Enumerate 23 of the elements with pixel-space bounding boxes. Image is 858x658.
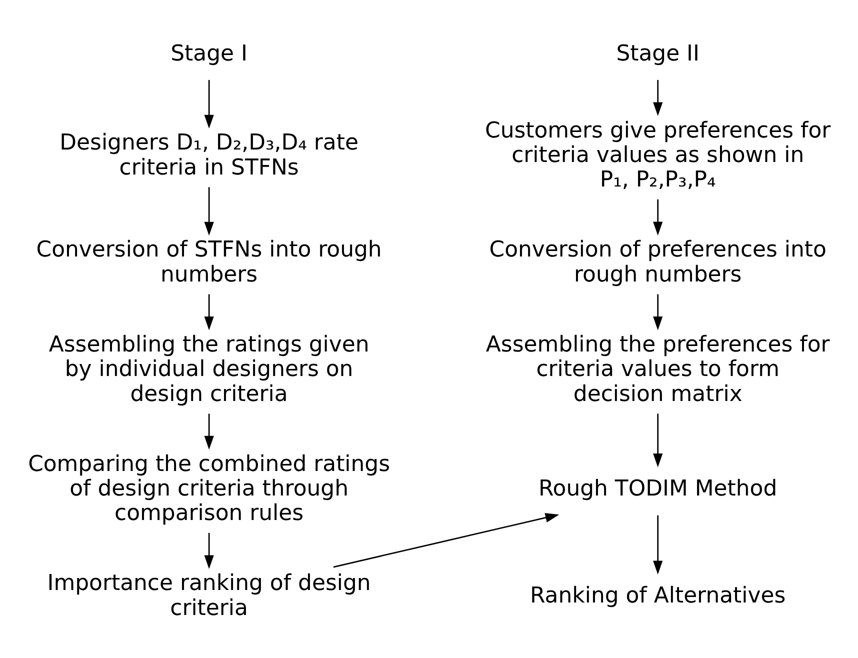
node-text: Assembling the preferences for criteria values to form decision matrix (486, 332, 830, 407)
arrow (204, 532, 214, 569)
arrow (653, 294, 663, 330)
arrow (204, 294, 214, 330)
node-text: Customers give preferences for criteria values as shown in P₁, P₂,P₃,P₄ (485, 118, 831, 193)
node-text: Conversion of preferences into rough numbers (489, 238, 826, 288)
node-text: Ranking of Alternatives (530, 584, 786, 609)
arrow (204, 187, 214, 236)
node-text: Conversion of STFNs into rough numbers (36, 238, 382, 288)
node-text: Importance ranking of design criteria (47, 571, 371, 621)
node-text: Designers D₁, D₂,D₃,D₄ rate criteria in STFNs (60, 130, 358, 180)
node-text: Stage I (170, 41, 248, 66)
arrow (333, 513, 560, 568)
arrow (653, 80, 663, 116)
arrow (653, 199, 663, 236)
node-text: Stage II (616, 41, 700, 66)
arrow (204, 80, 214, 129)
arrow (204, 414, 214, 450)
arrow (653, 414, 663, 468)
node-text: Assembling the ratings given by individual designers on design criteria (48, 332, 370, 407)
node-text: Rough TODIM Method (538, 476, 778, 502)
node-text: Comparing the combined ratings of design criteria through comparison rules (28, 452, 390, 526)
arrow (653, 515, 663, 574)
